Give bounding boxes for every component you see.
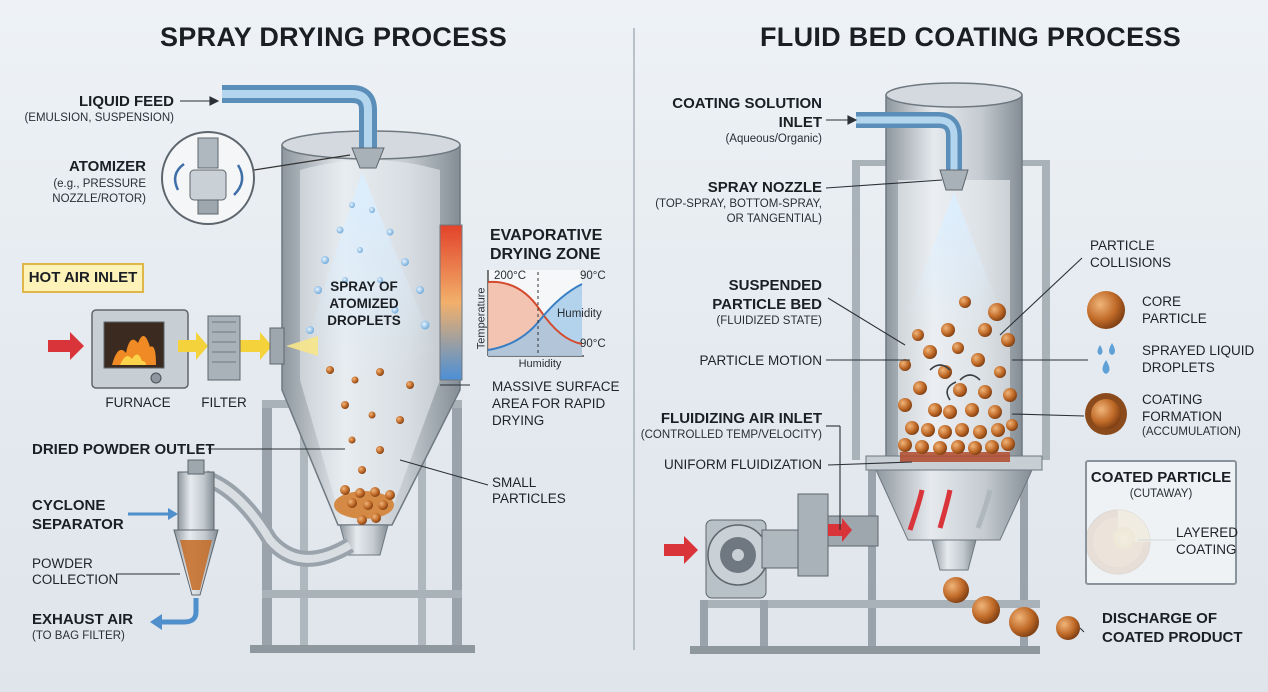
drying-zone-chart xyxy=(487,270,584,357)
powder-collection-1: POWDER xyxy=(32,556,93,571)
coated-particle-title: COATED PARTICLE xyxy=(1090,469,1232,486)
filter-label: FILTER xyxy=(201,395,247,410)
dried-powder-label: DRIED POWDER OUTLET xyxy=(32,441,215,458)
atomizer-sub-2: NOZZLE/ROTOR) xyxy=(52,193,146,205)
collisions-2: COLLISIONS xyxy=(1090,255,1172,270)
liquid-feed-sub: (EMULSION, SUSPENSION) xyxy=(24,112,174,124)
exhaust-air-sub: (TO BAG FILTER) xyxy=(32,630,125,642)
coated-particle-box xyxy=(1085,460,1237,585)
particle-bed xyxy=(898,296,1018,455)
cyclone-separator xyxy=(173,459,219,596)
exhaust-air-label: EXHAUST AIR xyxy=(32,611,134,628)
spray-label-3: DROPLETS xyxy=(327,313,401,328)
discharge-label-1: DISCHARGE OF xyxy=(1102,610,1218,627)
suspended-bed-sub: (FLUIDIZED STATE) xyxy=(716,315,822,327)
spray-nozzle-left xyxy=(351,147,385,169)
spray-droplets xyxy=(306,202,430,334)
chart-x-label: Humidity xyxy=(518,358,562,370)
exhaust-arrow xyxy=(158,598,199,625)
spray-label-1: SPRAY OF xyxy=(330,279,398,294)
chart-hum-bottom: 90°C xyxy=(580,338,606,350)
chart-humidity-series: Humidity xyxy=(557,308,602,320)
fluidizing-arrows xyxy=(907,489,993,531)
uniform-fluidization-label: UNIFORM FLUIDIZATION xyxy=(664,457,822,472)
small-particles-2: PARTICLES xyxy=(492,491,566,506)
blower-inlet-arrow xyxy=(664,536,698,564)
fluid-bed-column xyxy=(865,82,1043,571)
chart-hum-top: 90°C xyxy=(580,270,606,282)
spray-drying-title: SPRAY DRYING PROCESS xyxy=(160,22,508,52)
atomizer-label: ATOMIZER xyxy=(69,158,146,175)
fluidizing-air-sub: (CONTROLLED TEMP/VELOCITY) xyxy=(640,429,822,441)
coated-particle-sub: (CUTAWAY) xyxy=(1129,488,1193,500)
falling-particles xyxy=(326,366,414,525)
furnace xyxy=(91,309,189,389)
collisions-1: PARTICLE xyxy=(1090,238,1155,253)
hot-air-inlet-label: HOT AIR INLET xyxy=(28,269,138,286)
hot-air-inlet-box xyxy=(22,263,144,293)
sprayed-liquid-1: SPRAYED LIQUID xyxy=(1142,343,1255,358)
coating-formation-sub: (ACCUMULATION) xyxy=(1142,426,1241,438)
spray-nozzle-right xyxy=(939,169,969,191)
discharged-particles xyxy=(943,577,1080,640)
chart-y-label: Temperature xyxy=(475,287,488,350)
coating-solution-sub: (Aqueous/Organic) xyxy=(725,133,822,145)
suspended-bed-2: PARTICLE BED xyxy=(712,296,822,313)
air-inlet-duct xyxy=(269,327,285,365)
humidity-curve xyxy=(487,283,583,351)
atomizer-inset xyxy=(161,131,351,225)
spray-nozzle-sub-2: OR TANGENTIAL) xyxy=(726,213,822,225)
temperature-curve xyxy=(487,280,583,345)
coating-solution-2: INLET xyxy=(778,114,822,131)
evaporative-label-2: DRYING ZONE xyxy=(490,246,601,263)
spray-nozzle-label: SPRAY NOZZLE xyxy=(707,179,822,196)
filter xyxy=(207,315,241,381)
fluid-bed-title: FLUID BED COATING PROCESS xyxy=(760,22,1182,52)
suspended-bed-1: SUSPENDED xyxy=(728,277,822,294)
blower xyxy=(705,493,879,599)
motion-arrows xyxy=(929,364,981,401)
distributor-plate xyxy=(900,452,1010,462)
particle-motion-label: PARTICLE MOTION xyxy=(699,353,822,368)
left-leader-lines xyxy=(116,96,489,575)
humidity-area xyxy=(488,284,582,356)
fluid-bed-frame xyxy=(690,160,1050,654)
chart-temp-top: 200°C xyxy=(494,270,527,282)
small-particles-1: SMALL xyxy=(492,475,537,490)
cyclone-label-2: SEPARATOR xyxy=(32,516,124,533)
coating-formation-2: FORMATION xyxy=(1142,409,1222,424)
sprayed-liquid-2: DROPLETS xyxy=(1142,360,1215,375)
fluidizing-air-label: FLUIDIZING AIR INLET xyxy=(660,410,822,427)
hot-air-arrows xyxy=(48,332,272,360)
spray-nozzle-sub-1: (TOP-SPRAY, BOTTOM-SPRAY, xyxy=(655,198,822,210)
atomizer-sub-1: (e.g., PRESSURE xyxy=(53,178,146,190)
coating-formation-1: COATING xyxy=(1142,392,1203,407)
coating-solution-1: COATING SOLUTION xyxy=(672,95,822,112)
powder-collection-2: COLLECTION xyxy=(32,572,119,587)
evaporative-label-1: EVAPORATIVE xyxy=(490,227,603,244)
coating-formation-icon xyxy=(1085,393,1127,435)
massive-surface-3: DRYING xyxy=(492,413,545,428)
heat-gradient-bar xyxy=(439,224,463,381)
core-particle-icon xyxy=(1087,291,1125,329)
massive-surface-2: AREA FOR RAPID xyxy=(492,396,606,411)
layered-coating-2: COATING xyxy=(1176,542,1237,557)
cyclone-label-1: CYCLONE xyxy=(32,497,106,514)
sprayed-droplet-icon xyxy=(1097,343,1115,374)
furnace-label: FURNACE xyxy=(105,395,171,410)
liquid-feed-label: LIQUID FEED xyxy=(78,93,174,110)
spray-label-2: ATOMIZED xyxy=(329,296,399,311)
massive-surface-1: MASSIVE SURFACE xyxy=(492,379,620,394)
spray-cone xyxy=(300,172,440,380)
layered-coating-1: LAYERED xyxy=(1176,525,1239,540)
core-particle-1: CORE xyxy=(1142,294,1182,309)
coating-spray-cone xyxy=(905,192,1004,333)
core-particle-2: PARTICLE xyxy=(1142,311,1207,326)
discharge-label-2: COATED PRODUCT xyxy=(1102,629,1243,646)
